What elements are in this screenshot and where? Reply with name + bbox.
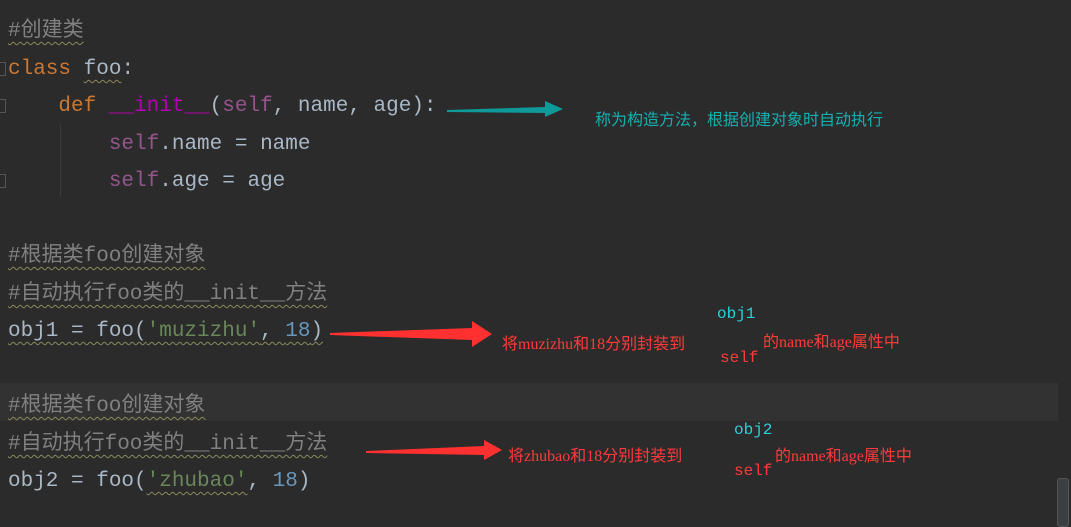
obj1-label: obj1 xyxy=(717,305,756,323)
red-arrow-obj1 xyxy=(330,321,492,347)
fold-marker[interactable] xyxy=(0,99,6,113)
fold-marker[interactable] xyxy=(0,174,6,188)
init-annotation: 称为构造方法，根据创建对象时自动执行 xyxy=(595,112,884,129)
current-line-highlight xyxy=(0,383,1058,421)
code-line: #根据类foo创建对象 xyxy=(8,245,206,268)
code-line: #根据类foo创建对象 xyxy=(8,395,206,418)
obj2-self-label: self xyxy=(734,462,773,480)
scrollbar-thumb[interactable] xyxy=(1057,478,1069,527)
code-line: def __init__(self, name, age): xyxy=(58,95,437,118)
obj2-label: obj2 xyxy=(734,421,773,439)
code-line: self.name = name xyxy=(108,133,311,156)
indent-guide xyxy=(60,125,61,197)
code-line: #自动执行foo类的__init__方法 xyxy=(8,433,328,456)
code-line: class foo: xyxy=(8,58,135,81)
obj1-annotation-post: 的name和age属性中 xyxy=(763,334,900,351)
fold-marker[interactable] xyxy=(0,62,6,76)
obj2-annotation-post: 的name和age属性中 xyxy=(775,448,912,465)
code-line: #创建类 xyxy=(8,20,84,43)
obj1-annotation-pre: 将muzizhu和18分别封装到 xyxy=(502,336,686,353)
obj2-annotation-pre: 将zhubao和18分别封装到 xyxy=(508,448,683,465)
code-line: obj1 = foo('muzizhu', 18) xyxy=(8,320,324,343)
code-line: self.age = age xyxy=(108,170,286,193)
code-line: #自动执行foo类的__init__方法 xyxy=(8,283,328,306)
teal-arrow xyxy=(447,101,563,117)
code-line: obj2 = foo('zhubao', 18) xyxy=(8,470,311,493)
red-arrow-obj2 xyxy=(366,440,502,460)
obj1-self-label: self xyxy=(720,349,759,367)
